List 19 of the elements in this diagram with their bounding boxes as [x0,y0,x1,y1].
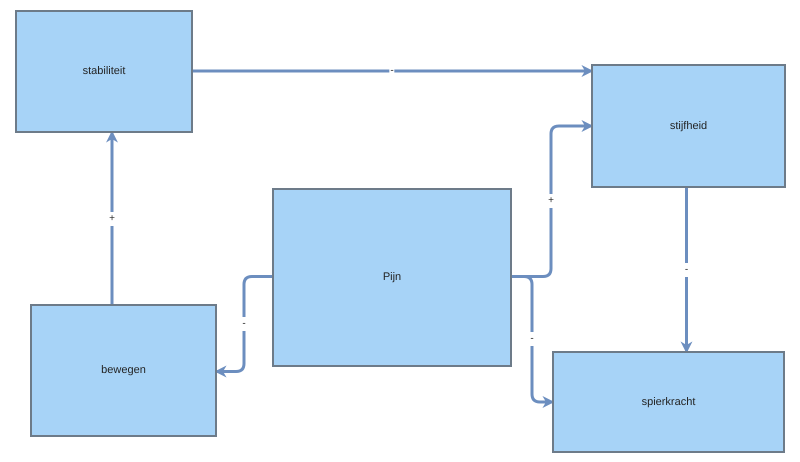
process-box [591,64,786,188]
node-label: bewegen [101,363,146,378]
arrow [680,188,692,354]
arrow [512,275,554,408]
process-box [272,188,512,367]
node-label: spierkracht [642,394,696,410]
process-box [552,351,785,453]
node-label: Pijn [382,270,402,286]
arrow [193,65,594,77]
edge-label: - [684,262,690,276]
edge-label: - [241,317,247,331]
node-label: stabiliteit [82,64,126,80]
node-label: stijfheid [670,118,708,134]
edge-label: - [529,332,535,346]
edge-label: + [108,212,116,226]
process-box [30,304,217,437]
edge-label: + [547,194,555,208]
arrow [106,130,118,304]
process-box [15,10,193,133]
